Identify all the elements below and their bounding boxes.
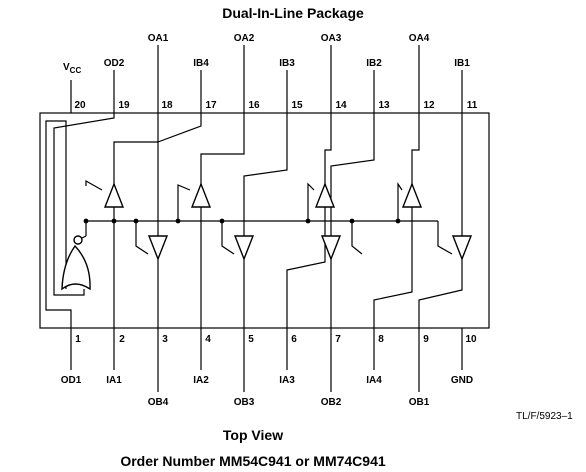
buffer-symbol xyxy=(314,182,336,208)
buffer-symbol xyxy=(451,235,473,261)
vcc-label: VCC xyxy=(63,62,81,75)
pin-label: OA3 xyxy=(321,33,342,44)
enable-line xyxy=(177,184,191,221)
bottom-pin-leads xyxy=(70,328,463,392)
pin-number: 18 xyxy=(161,100,173,111)
buffer-symbol xyxy=(190,182,212,208)
package-body xyxy=(39,112,490,329)
pin-label: IA2 xyxy=(193,375,209,386)
pin-number: 4 xyxy=(205,334,211,345)
lower-buffers xyxy=(147,235,473,261)
pin-number: 5 xyxy=(248,334,254,345)
od1-wire xyxy=(45,120,72,328)
nor-gate xyxy=(61,235,91,291)
pin-number: 6 xyxy=(291,334,297,345)
pin-number: 19 xyxy=(118,100,130,111)
pin-number: 8 xyxy=(378,334,384,345)
buffer-symbol xyxy=(401,182,423,208)
pin-number: 17 xyxy=(205,100,217,111)
pin-number: 1 xyxy=(75,334,81,345)
buffer-symbol xyxy=(147,235,169,261)
order-number: Order Number MM54C941 or MM74C941 xyxy=(120,453,386,469)
enable-line xyxy=(397,182,403,221)
buffer-symbol xyxy=(103,182,125,208)
enable-line xyxy=(437,221,453,255)
pin-label: OB4 xyxy=(148,397,169,408)
pin-label: OB1 xyxy=(409,397,430,408)
pin-label: IB1 xyxy=(454,58,470,69)
pin-label: IA1 xyxy=(106,375,122,386)
pin-number: 11 xyxy=(467,100,478,111)
enable-line xyxy=(351,221,363,255)
pin-label: GND xyxy=(451,375,473,386)
top-pin-leads xyxy=(70,45,463,113)
pin-label: OA2 xyxy=(234,33,255,44)
pin-number: 14 xyxy=(335,100,347,111)
pin-number: 2 xyxy=(119,334,125,345)
upper-buffers xyxy=(103,182,423,208)
pin-number: 15 xyxy=(291,100,303,111)
pin-number: 9 xyxy=(423,334,429,345)
pin-label: IA3 xyxy=(279,375,295,386)
bottom-pin-text: 1 OD1 2 IA1 3 OB4 4 IA2 5 OB3 6 IA3 7 OB… xyxy=(61,334,477,408)
or-gate-symbol xyxy=(61,244,91,291)
pin-label: OD2 xyxy=(104,58,125,69)
view-caption: Top View xyxy=(222,427,284,443)
enable-line xyxy=(221,221,235,255)
pin-number: 16 xyxy=(248,100,260,111)
pin-label: OA1 xyxy=(148,33,169,44)
pin-number: 10 xyxy=(465,334,477,345)
buffer-symbol xyxy=(320,235,342,261)
od2-wire xyxy=(53,113,115,296)
pin-number: 12 xyxy=(423,100,435,111)
internal-wiring xyxy=(45,113,463,328)
pin-label: IB3 xyxy=(279,58,295,69)
enable-line xyxy=(135,221,149,255)
pin-label: OA4 xyxy=(409,33,430,44)
page-title: Dual-In-Line Package xyxy=(222,5,364,21)
pin-label: OD1 xyxy=(61,375,82,386)
pin-label: IB2 xyxy=(366,58,382,69)
pin-label: IB4 xyxy=(193,58,209,69)
top-pin-text: 20 OD2 19 OA1 18 IB4 17 OA2 16 IB3 15 OA… xyxy=(74,33,477,111)
pin-label: OB3 xyxy=(234,397,255,408)
pin-number: 13 xyxy=(378,100,390,111)
enable-line xyxy=(85,179,103,191)
pin-number: 3 xyxy=(162,334,168,345)
pin-label: IA4 xyxy=(366,375,382,386)
buffer-symbol xyxy=(233,235,255,261)
inversion-bubble xyxy=(73,235,83,245)
pin-number: 7 xyxy=(335,334,341,345)
pin-number: 20 xyxy=(74,100,86,111)
figure-reference: TL/F/5923–1 xyxy=(516,411,573,422)
pin-label: OB2 xyxy=(321,397,342,408)
enable-line xyxy=(307,182,315,221)
